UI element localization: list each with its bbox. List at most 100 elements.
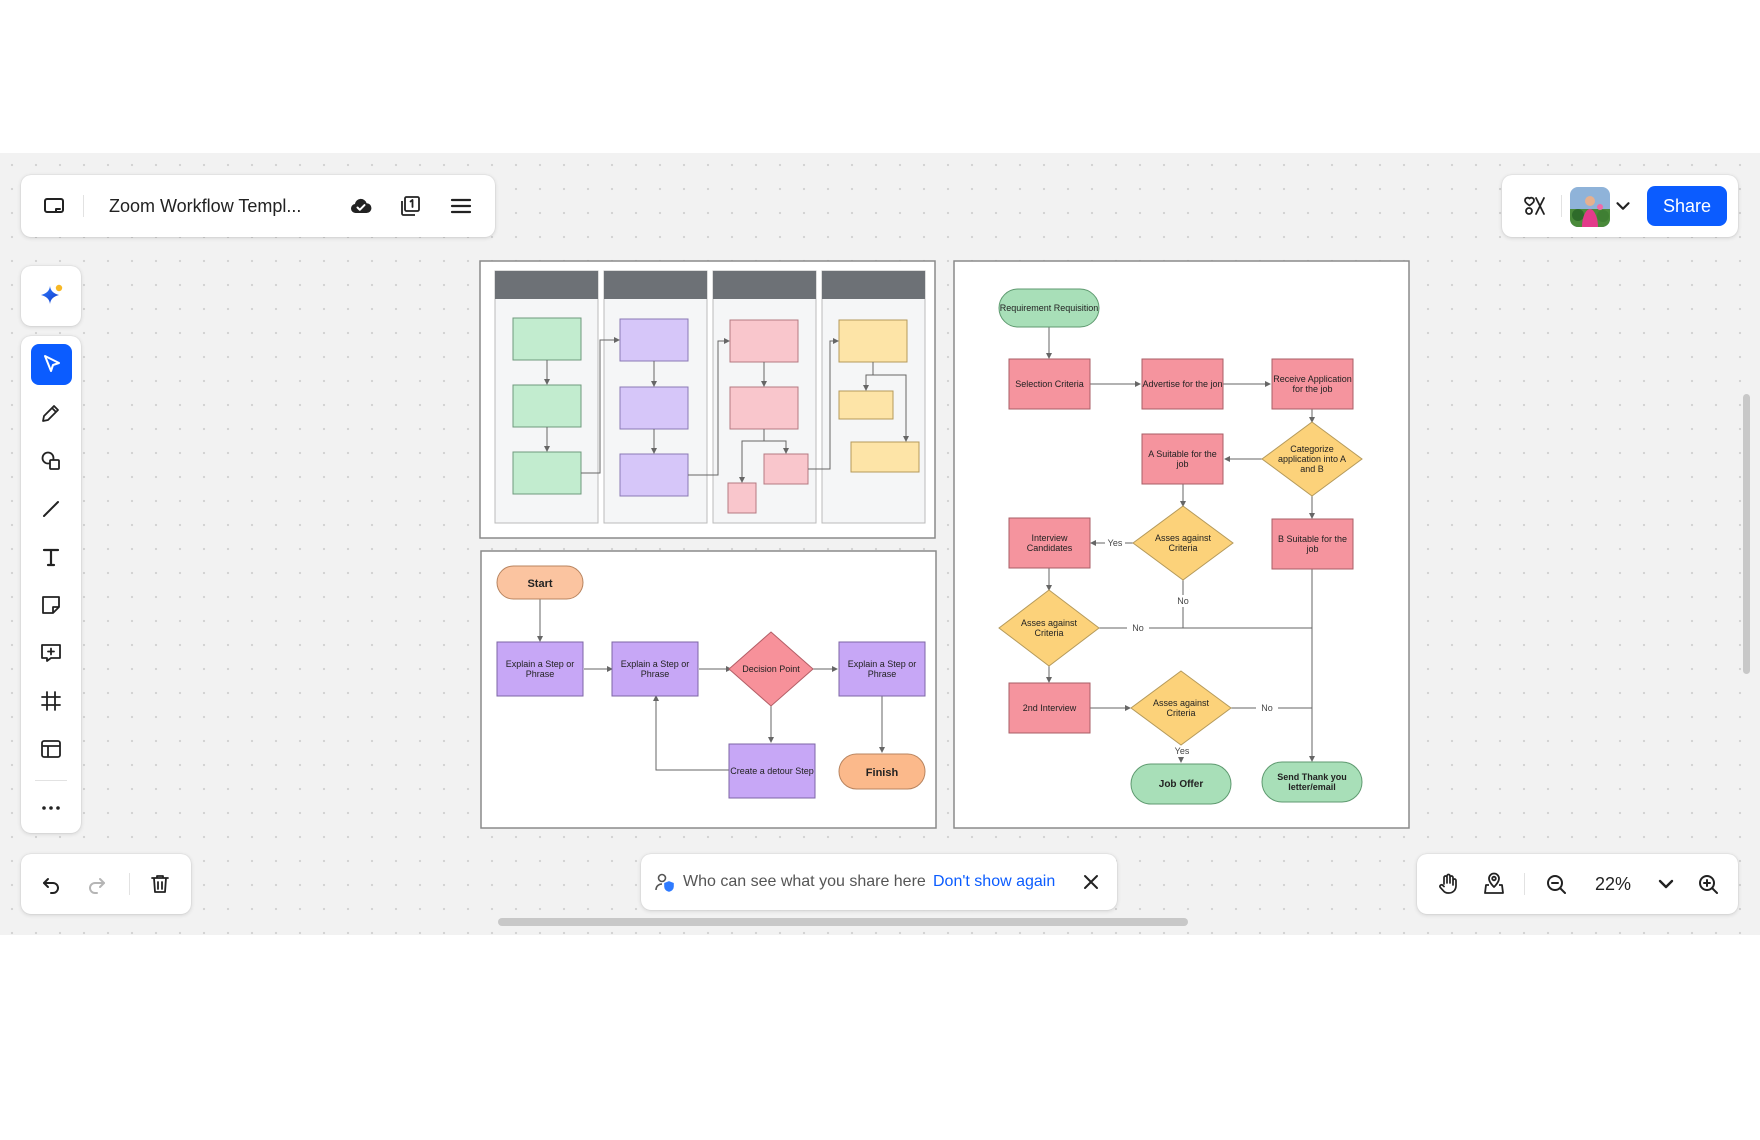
flow-detour-label: Create a detour Step <box>730 766 814 776</box>
more-tools[interactable] <box>32 789 70 827</box>
trash-icon[interactable] <box>141 865 179 903</box>
template-tool[interactable] <box>32 730 70 768</box>
node-thank-you: Send Thank you letter/email <box>1261 761 1363 803</box>
zoom-level[interactable]: 22% <box>1595 874 1632 894</box>
zoom-in-icon[interactable] <box>1689 865 1727 903</box>
node-asses-3: Asses against Criteria <box>1130 670 1232 746</box>
sharing-notice: Who can see what you share here Don't sh… <box>641 854 1117 910</box>
edge-label-no-1: No <box>1177 596 1189 606</box>
toolbar-divider <box>35 780 67 781</box>
flow-step-1-label: Explain a Step or Phrase <box>505 659 575 679</box>
swimlane-connectors <box>544 337 909 483</box>
invite-people-icon[interactable] <box>1516 187 1554 225</box>
node-interview-label: Interview Candidates <box>1026 533 1073 553</box>
node-asses-2-label: Asses against Criteria <box>1020 618 1078 638</box>
flow-step-3: Explain a Step or Phrase <box>838 641 926 697</box>
zoom-out-icon[interactable] <box>1537 865 1575 903</box>
node-thank-you-label: Send Thank you letter/email <box>1277 772 1347 792</box>
redo-icon[interactable] <box>78 865 116 903</box>
hiring-board[interactable]: Yes No No No Yes Requirement Requisition… <box>953 260 1410 829</box>
node-advertise-label: Advertise for the jon <box>1142 379 1223 389</box>
flow-decision-label: Decision Point <box>742 664 800 674</box>
flowchart-board[interactable]: Start Explain a Step or Phrase Explain a… <box>480 550 937 829</box>
ai-panel <box>21 266 81 326</box>
flow-step-2: Explain a Step or Phrase <box>611 641 699 697</box>
hiring-edge-labels: Yes No No No Yes <box>1105 537 1278 757</box>
text-icon <box>42 548 60 567</box>
edge-label-yes-2: Yes <box>1175 746 1190 756</box>
dont-show-again-link[interactable]: Don't show again <box>933 873 1056 890</box>
zoom-panel: 22% <box>1417 854 1738 914</box>
horizontal-scrollbar[interactable] <box>498 918 1188 926</box>
flow-finish-label: Finish <box>866 767 899 779</box>
edge-label-no-3: No <box>1261 703 1273 713</box>
pen-icon <box>42 405 59 422</box>
flow-decision: Decision Point <box>728 631 814 707</box>
node-receive-label: Receive Application for the job <box>1273 374 1352 394</box>
select-tool[interactable] <box>31 344 72 385</box>
location-icon[interactable] <box>1475 865 1513 903</box>
board-title[interactable]: Zoom Workflow Templ... <box>109 196 302 216</box>
collab-panel: Share <box>1502 175 1738 237</box>
avatar[interactable] <box>1570 187 1610 227</box>
shapes-tool[interactable] <box>32 442 70 480</box>
whiteboard-app: Start Explain a Step or Phrase Explain a… <box>0 153 1760 935</box>
swimlane-4 <box>821 270 926 524</box>
line-icon <box>43 501 59 517</box>
comment-icon <box>41 644 61 662</box>
node-second-interview-label: 2nd Interview <box>1022 703 1077 713</box>
node-asses-1: Asses against Criteria <box>1132 505 1234 581</box>
shapes-icon <box>41 451 60 470</box>
node-interview: Interview Candidates <box>1008 517 1091 569</box>
sticky-note-icon <box>42 596 60 614</box>
flow-step-3-label: Explain a Step or Phrase <box>847 659 917 679</box>
node-job-offer-label: Job Offer <box>1159 779 1204 790</box>
close-icon[interactable] <box>1072 863 1110 901</box>
text-tool[interactable] <box>32 538 70 576</box>
user-shield-icon <box>653 870 677 894</box>
frame-icon <box>41 691 61 711</box>
history-divider <box>129 873 130 895</box>
flow-detour: Create a detour Step <box>728 743 816 799</box>
edge-label-no-2: No <box>1132 623 1144 633</box>
flow-step-2-label: Explain a Step or Phrase <box>620 659 690 679</box>
node-asses-3-label: Asses against Criteria <box>1152 698 1210 718</box>
line-tool[interactable] <box>32 490 70 528</box>
cloud-check-icon[interactable] <box>342 187 380 225</box>
node-a-suitable-label: A Suitable for the job <box>1148 449 1217 469</box>
flow-finish: Finish <box>838 753 926 790</box>
whiteboard-canvas[interactable]: Start Explain a Step or Phrase Explain a… <box>0 153 1760 935</box>
edge-label-yes-1: Yes <box>1108 538 1123 548</box>
vertical-scrollbar[interactable] <box>1743 394 1750 674</box>
share-button[interactable]: Share <box>1647 186 1727 226</box>
node-a-suitable: A Suitable for the job <box>1141 433 1224 485</box>
flowchart-connectors <box>537 599 885 771</box>
zoom-chevron-down-icon[interactable] <box>1653 865 1679 903</box>
notice-text: Who can see what you share here <box>683 873 926 890</box>
header-panel: Zoom Workflow Templ... <box>21 175 495 237</box>
pen-tool[interactable] <box>32 394 70 432</box>
node-selection: Selection Criteria <box>1008 358 1091 410</box>
node-selection-label: Selection Criteria <box>1015 379 1084 389</box>
frame-tool[interactable] <box>32 682 70 720</box>
node-requisition-label: Requirement Requisition <box>999 303 1099 313</box>
chevron-down-icon[interactable] <box>1612 187 1634 225</box>
whiteboard-icon[interactable] <box>35 187 73 225</box>
flow-step-1: Explain a Step or Phrase <box>496 641 584 697</box>
swimlane-board[interactable] <box>479 260 936 539</box>
flow-start: Start <box>496 565 584 600</box>
node-categorize: Categorize application into A and B <box>1261 421 1363 497</box>
ai-companion-icon[interactable] <box>32 277 70 315</box>
node-asses-1-label: Asses against Criteria <box>1154 533 1212 553</box>
node-advertise: Advertise for the jon <box>1141 358 1224 410</box>
hamburger-menu-icon[interactable] <box>442 187 480 225</box>
comment-tool[interactable] <box>32 634 70 672</box>
swimlane-2 <box>603 270 708 524</box>
pages-icon[interactable] <box>391 187 429 225</box>
node-b-suitable: B Suitable for the job <box>1271 518 1354 570</box>
pointer-icon <box>43 354 60 372</box>
sticky-note-tool[interactable] <box>32 586 70 624</box>
more-icon <box>42 806 60 810</box>
undo-icon[interactable] <box>32 865 70 903</box>
hand-icon[interactable] <box>1429 865 1467 903</box>
